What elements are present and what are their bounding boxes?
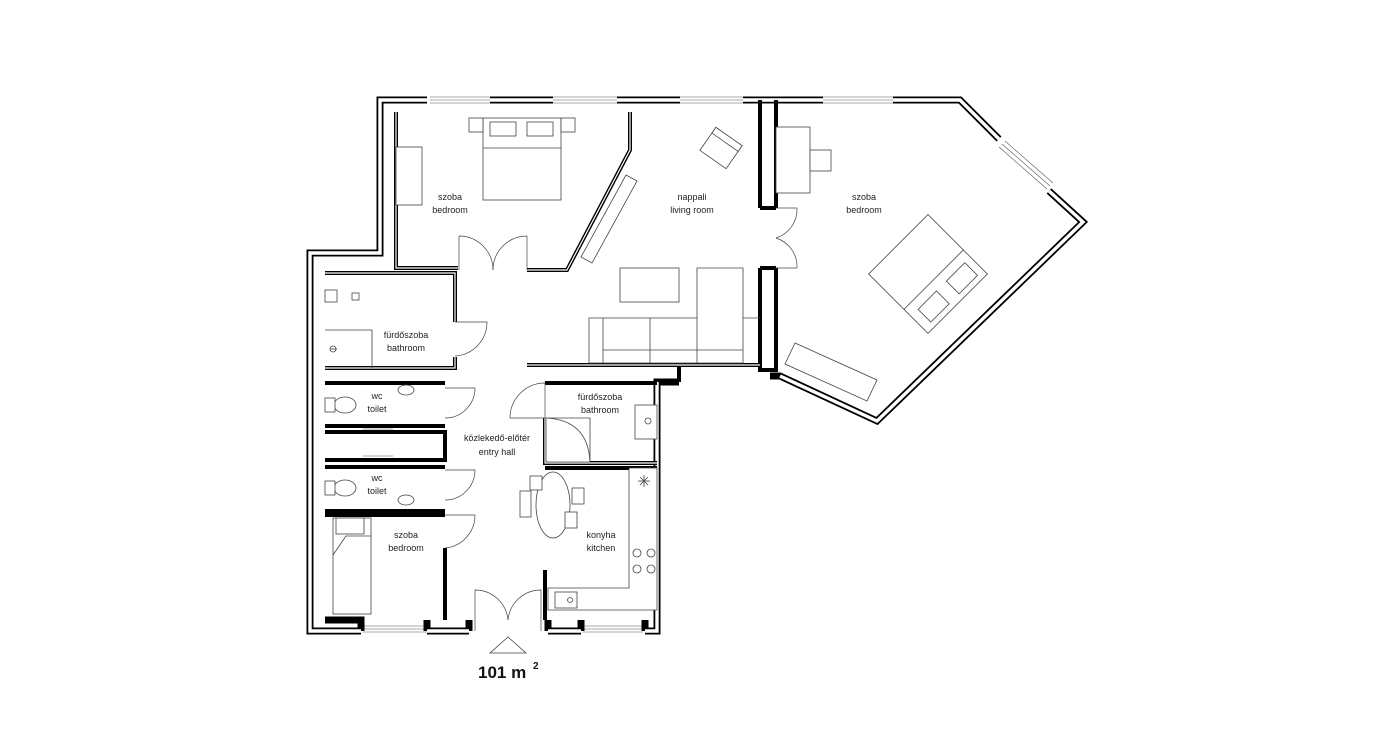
- floor-area-unit-superscript: 2: [533, 661, 539, 672]
- bedroom-sw-label-hu: szoba: [394, 530, 418, 540]
- bedroom-nw-label-en: bedroom: [432, 205, 468, 215]
- interior-walls: [325, 100, 778, 620]
- bedroom-nw-label-hu: szoba: [438, 192, 462, 202]
- bathroom-w-label-hu: fürdőszoba: [384, 330, 429, 340]
- kitchen-label-hu: konyha: [586, 530, 615, 540]
- wc-1-label-en: toilet: [367, 404, 387, 414]
- bedroom-sw-label-en: bedroom: [388, 543, 424, 553]
- exterior-walls: [306, 96, 1089, 635]
- wc-1-label-hu: wc: [371, 391, 383, 401]
- bedroom-ne-label-hu: szoba: [852, 192, 876, 202]
- furniture: [324, 117, 988, 615]
- entrance-marker: [488, 636, 528, 654]
- living-room-label-hu: nappali: [677, 192, 706, 202]
- wc-2-label-en: toilet: [367, 486, 387, 496]
- bathroom-w-label-en: bathroom: [387, 343, 425, 353]
- hall-label-en: entry hall: [479, 447, 516, 457]
- wc-2-label-hu: wc: [371, 473, 383, 483]
- floor-area-value: 101 m: [478, 663, 526, 682]
- bathroom-c-label-en: bathroom: [581, 405, 619, 415]
- hall-label-hu: közlekedő-előtér: [464, 433, 530, 443]
- bedroom-ne-label-en: bedroom: [846, 205, 882, 215]
- bathroom-c-label-hu: fürdőszoba: [578, 392, 623, 402]
- living-room-label-en: living room: [670, 205, 714, 215]
- kitchen-label-en: kitchen: [587, 543, 616, 553]
- doors: [444, 207, 798, 631]
- floor-area: 101 m 2: [478, 661, 539, 682]
- room-labels: szoba bedroom nappali living room szoba …: [367, 192, 881, 553]
